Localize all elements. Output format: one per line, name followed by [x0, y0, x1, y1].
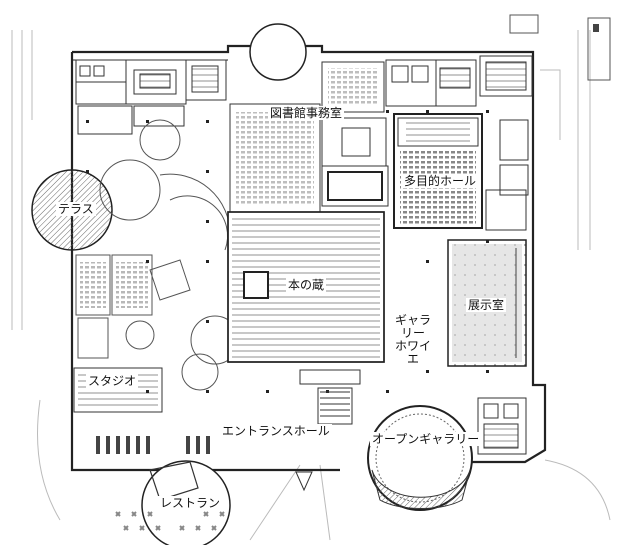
label-terrace: テラス: [56, 202, 96, 216]
label-exhibition-room: 展示室: [466, 298, 507, 312]
label-studio: スタジオ: [86, 374, 139, 388]
library-office-area: [229, 61, 389, 213]
label-multipurpose-hall: 多目的ホール: [402, 174, 479, 188]
tower-circle: [249, 23, 307, 81]
site-context: [11, 14, 611, 541]
label-book-storage: 本の蔵: [286, 278, 327, 292]
label-restaurant: レストラン: [158, 496, 223, 510]
service-rooms-top-left: [75, 59, 227, 135]
lower-left-furniture: [96, 436, 210, 454]
reading-areas-left: [75, 119, 240, 391]
entrance-stairs: [295, 369, 361, 492]
label-gallery-foyer: ギャラリー ホワイエ: [388, 314, 438, 366]
service-rooms-lower-right: [477, 397, 527, 455]
label-library-office: 図書館事務室: [268, 106, 345, 120]
label-entrance-hall: エントランスホール: [220, 424, 332, 438]
service-rooms-top-right: [385, 55, 533, 231]
open-gallery-ring: [367, 405, 473, 511]
multipurpose-hall-area: [393, 113, 483, 229]
label-open-gallery: オープンギャラリー: [370, 432, 482, 446]
